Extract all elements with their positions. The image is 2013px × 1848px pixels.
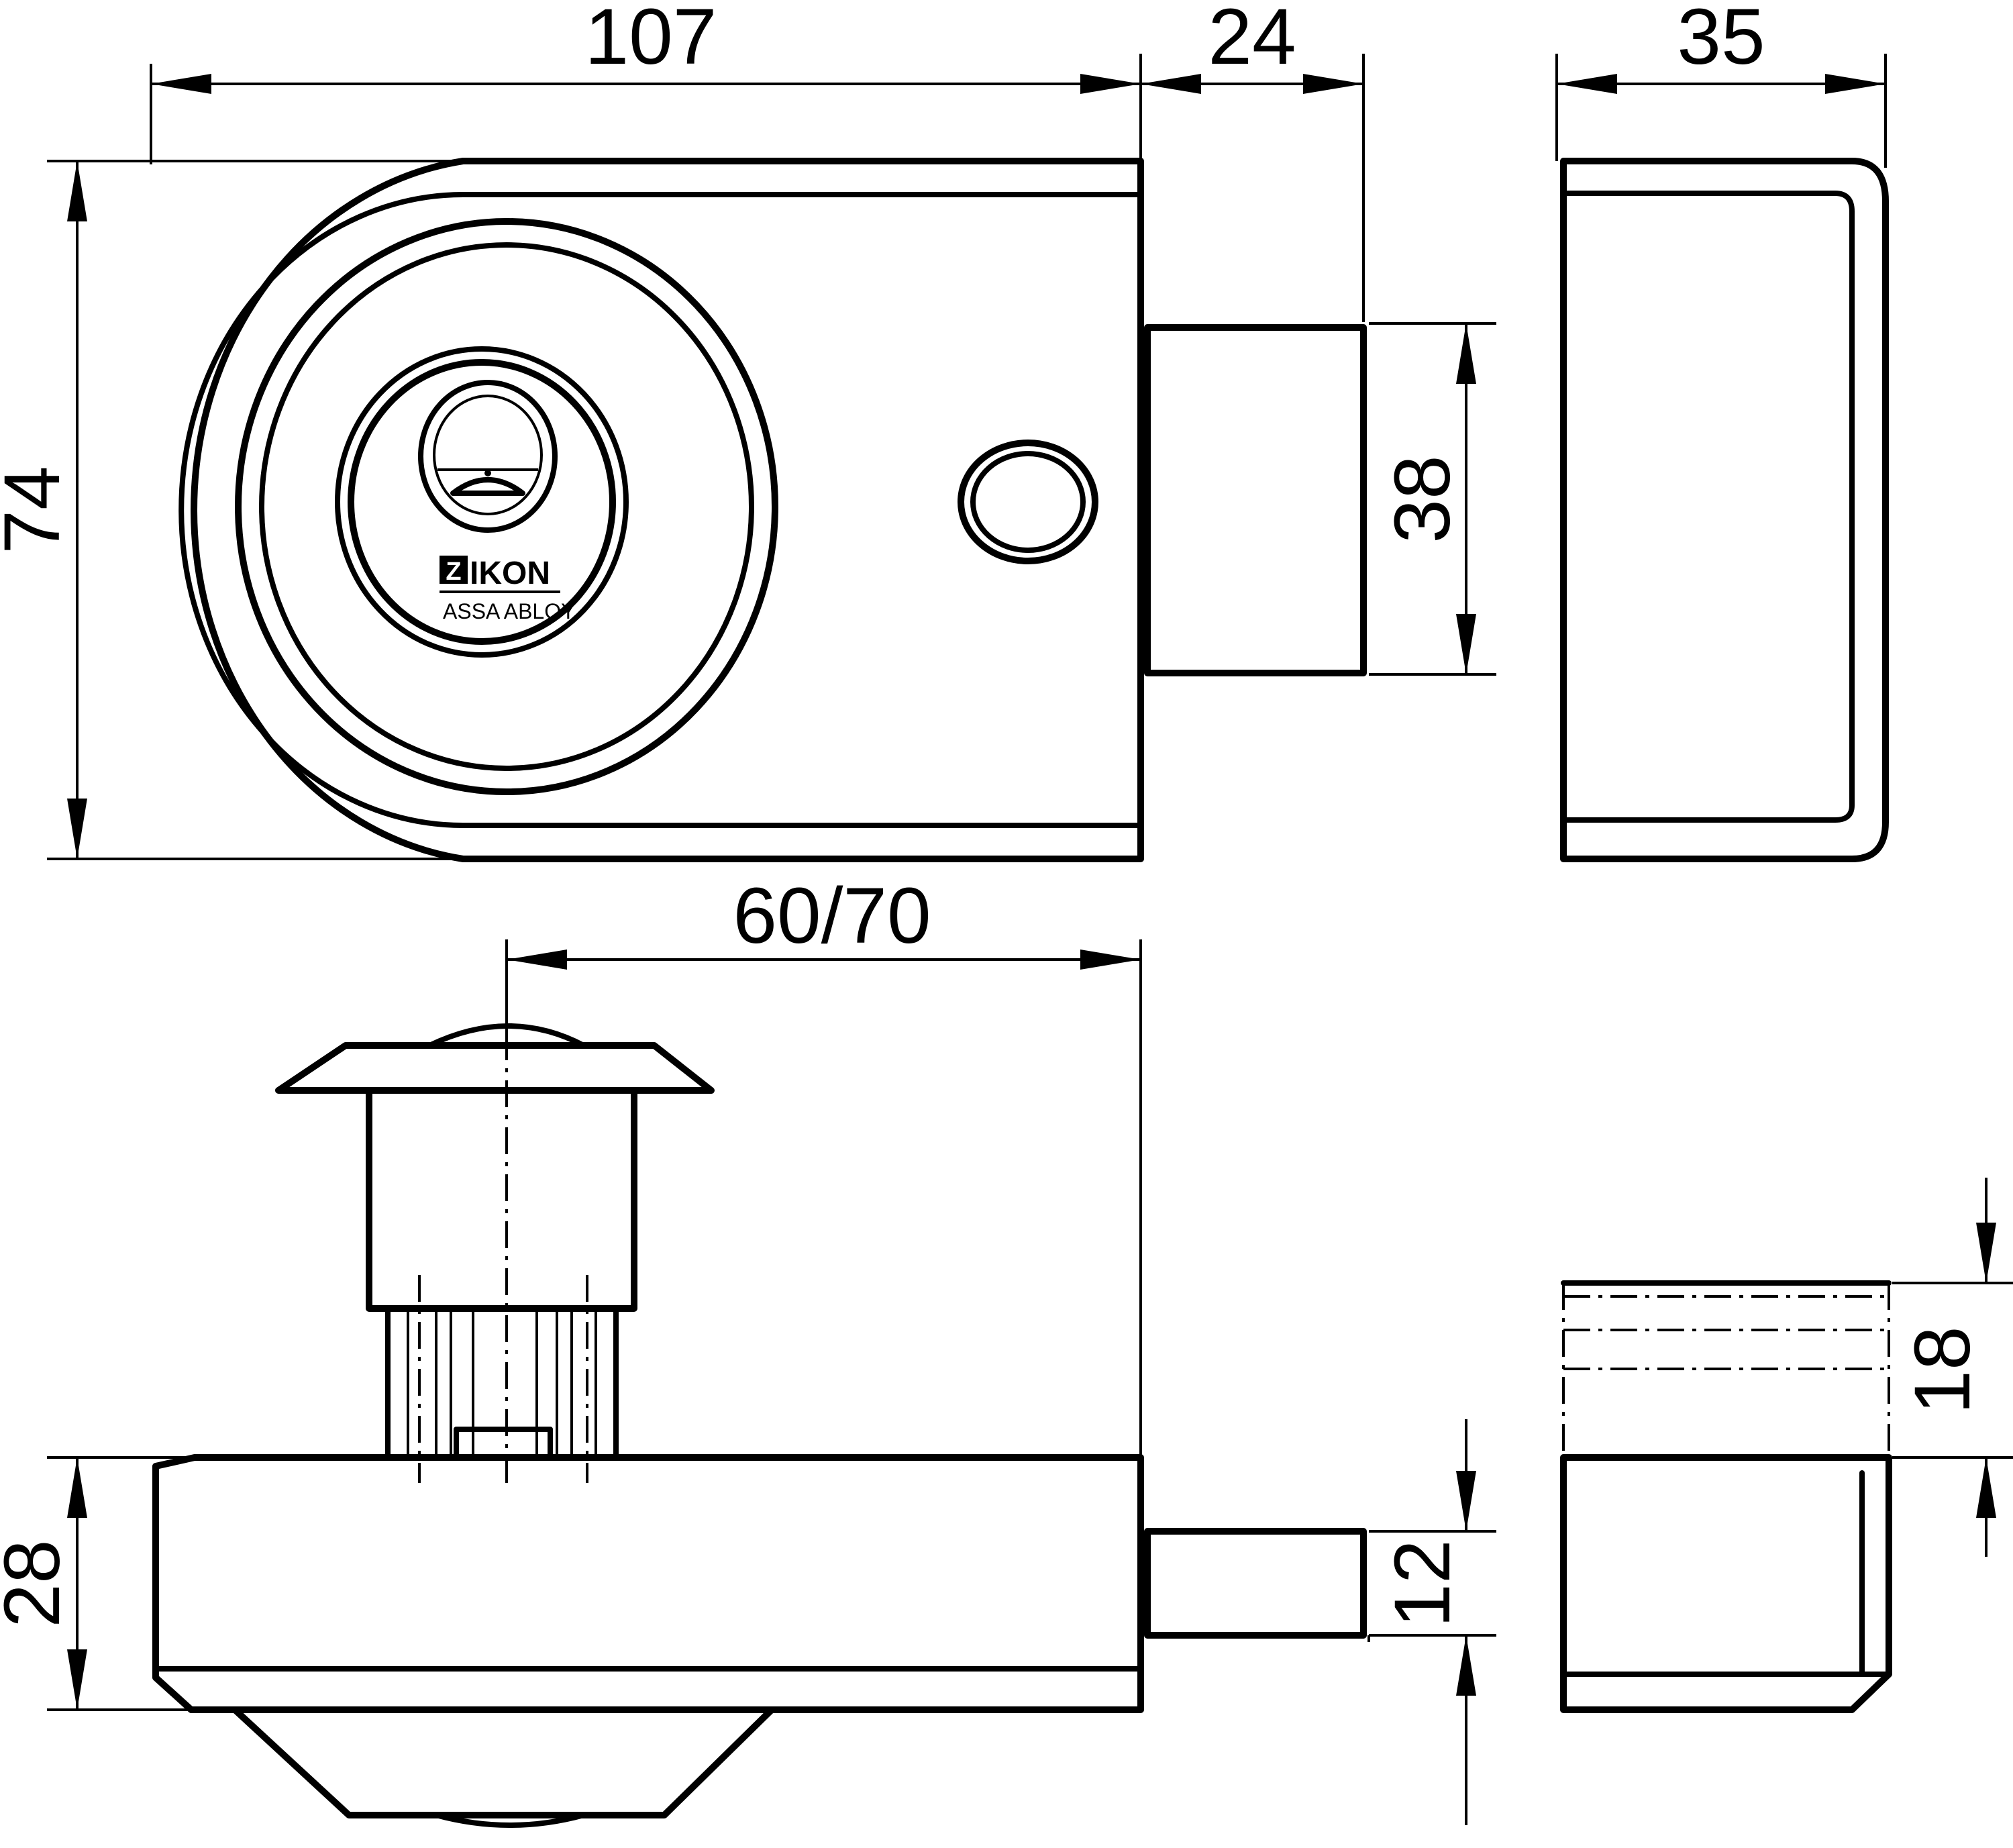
- keeper-side-view: [1560, 1280, 1892, 1713]
- side-rosette-bottom: [232, 1707, 774, 1818]
- bolt-front: [1144, 324, 1367, 676]
- front-view: Z IKON ASSA ABLOY: [178, 158, 1367, 862]
- cylinder-outer-ring: [335, 346, 629, 658]
- ikon-logo: Z IKON ASSA ABLOY: [440, 556, 575, 623]
- dim-60-70: 60/70: [733, 872, 931, 960]
- knob-outer: [958, 440, 1098, 564]
- ikon-logo-letter: Z: [446, 558, 461, 586]
- dim-18: 18: [1898, 1326, 1987, 1414]
- cylinder-body: [366, 1087, 637, 1312]
- knob-inner: [970, 451, 1086, 553]
- ikon-logo-box: [440, 556, 468, 584]
- dim-35: 35: [1677, 0, 1765, 81]
- assa-abloy-text: ASSA ABLOY: [443, 599, 575, 623]
- dimension-labels: 107 24 35 74 38 60/70 28 12 18: [0, 0, 1987, 1628]
- rosette-inner-ring: [259, 242, 754, 771]
- side-case-outline: [152, 1454, 1144, 1713]
- keeper-front-view: [1560, 158, 1889, 862]
- cylinder-bars: [385, 1306, 619, 1460]
- dim-24: 24: [1208, 0, 1296, 81]
- rosette-outer-ring: [235, 218, 778, 795]
- lock-case-inner-outline: [178, 192, 1143, 828]
- dim-107: 107: [585, 0, 717, 81]
- dimension-lines: [47, 54, 2013, 1825]
- cylinder-inner-ring: [348, 359, 616, 645]
- lock-case-outline: [191, 158, 1144, 862]
- side-view: [152, 939, 1367, 1828]
- ikon-brand-name: IKON: [470, 556, 550, 591]
- cylinder-cap: [275, 1042, 715, 1094]
- dim-28: 28: [0, 1539, 76, 1627]
- dim-38: 38: [1378, 455, 1467, 543]
- keeper-side-outline: [1560, 1454, 1892, 1713]
- keeper-outline: [1560, 158, 1889, 862]
- dim-74: 74: [0, 466, 76, 554]
- keeper-inner-outline: [1561, 191, 1855, 823]
- dim-12: 12: [1378, 1539, 1467, 1627]
- bolt-side: [1144, 1528, 1367, 1639]
- keyway: [418, 380, 558, 533]
